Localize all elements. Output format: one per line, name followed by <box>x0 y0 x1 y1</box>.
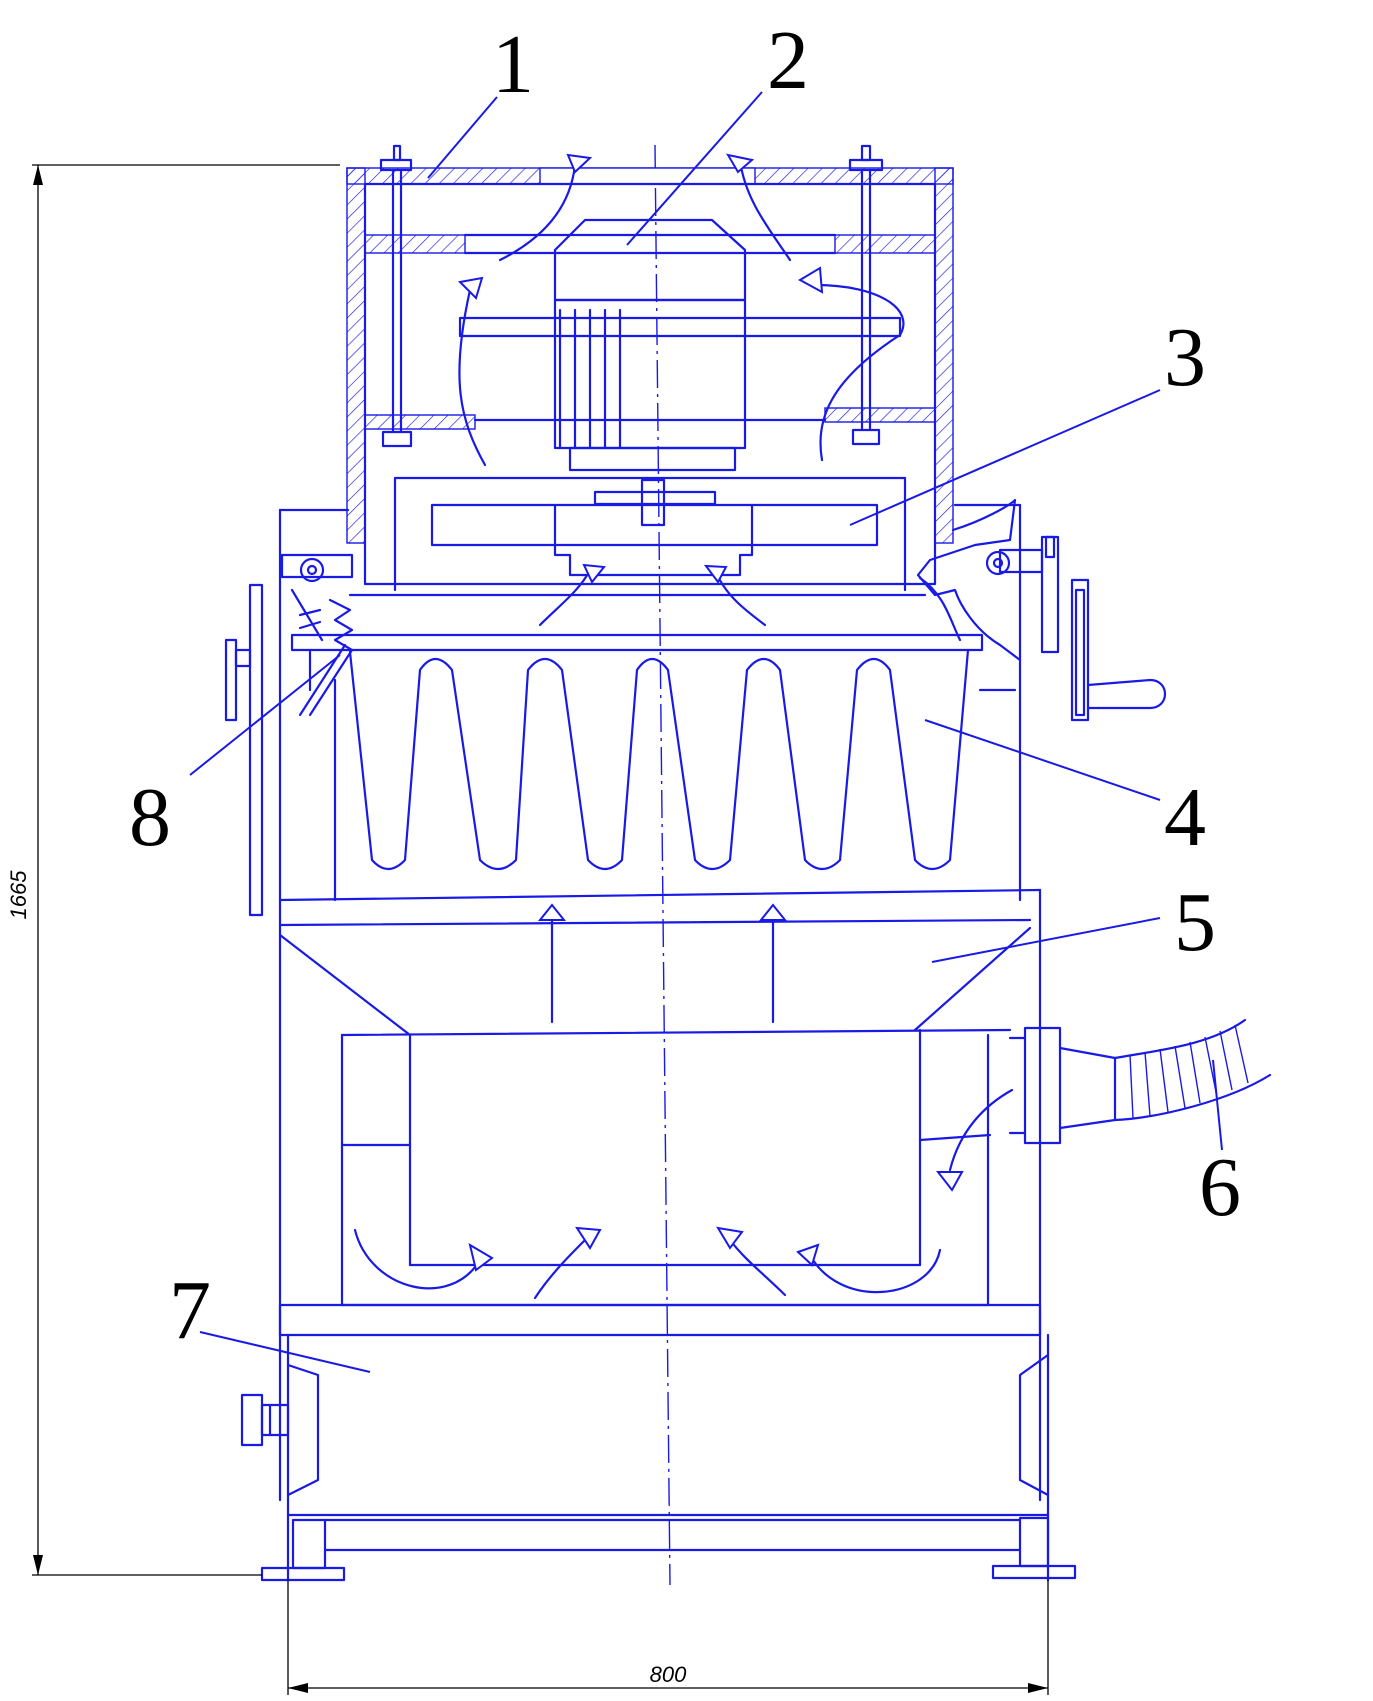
callout-7: 7 <box>169 1264 211 1357</box>
callout-4: 4 <box>1164 771 1206 864</box>
callout-5: 5 <box>1174 876 1216 969</box>
shaking-handle <box>978 535 1166 722</box>
fan-impeller <box>393 476 907 592</box>
left-bolt <box>379 144 413 448</box>
shaking-mechanism <box>224 553 354 917</box>
callout-1: 1 <box>492 18 534 111</box>
filter-bags <box>348 648 970 871</box>
right-bolt <box>848 144 884 446</box>
electric-motor <box>553 218 747 527</box>
center-axis <box>654 144 671 1586</box>
callout-8: 8 <box>129 771 171 864</box>
callout-2: 2 <box>767 14 809 107</box>
callout-6: 6 <box>1199 1141 1241 1234</box>
width-dimension-label: 800 <box>650 1662 687 1687</box>
airflow-arrows <box>353 153 1014 1300</box>
callout-3: 3 <box>1164 311 1206 404</box>
inlet-hopper <box>278 888 1042 1502</box>
fan-housing <box>346 144 954 586</box>
leader-lines <box>189 91 1223 1373</box>
inlet-pipe <box>1008 1018 1272 1145</box>
height-dimension-label: 1665 <box>6 870 31 920</box>
height-dimension <box>32 164 340 1576</box>
frame-base <box>260 1513 1077 1582</box>
dust-bin <box>240 1303 1050 1517</box>
width-dimension <box>287 1580 1049 1695</box>
filter-section <box>278 498 1042 902</box>
